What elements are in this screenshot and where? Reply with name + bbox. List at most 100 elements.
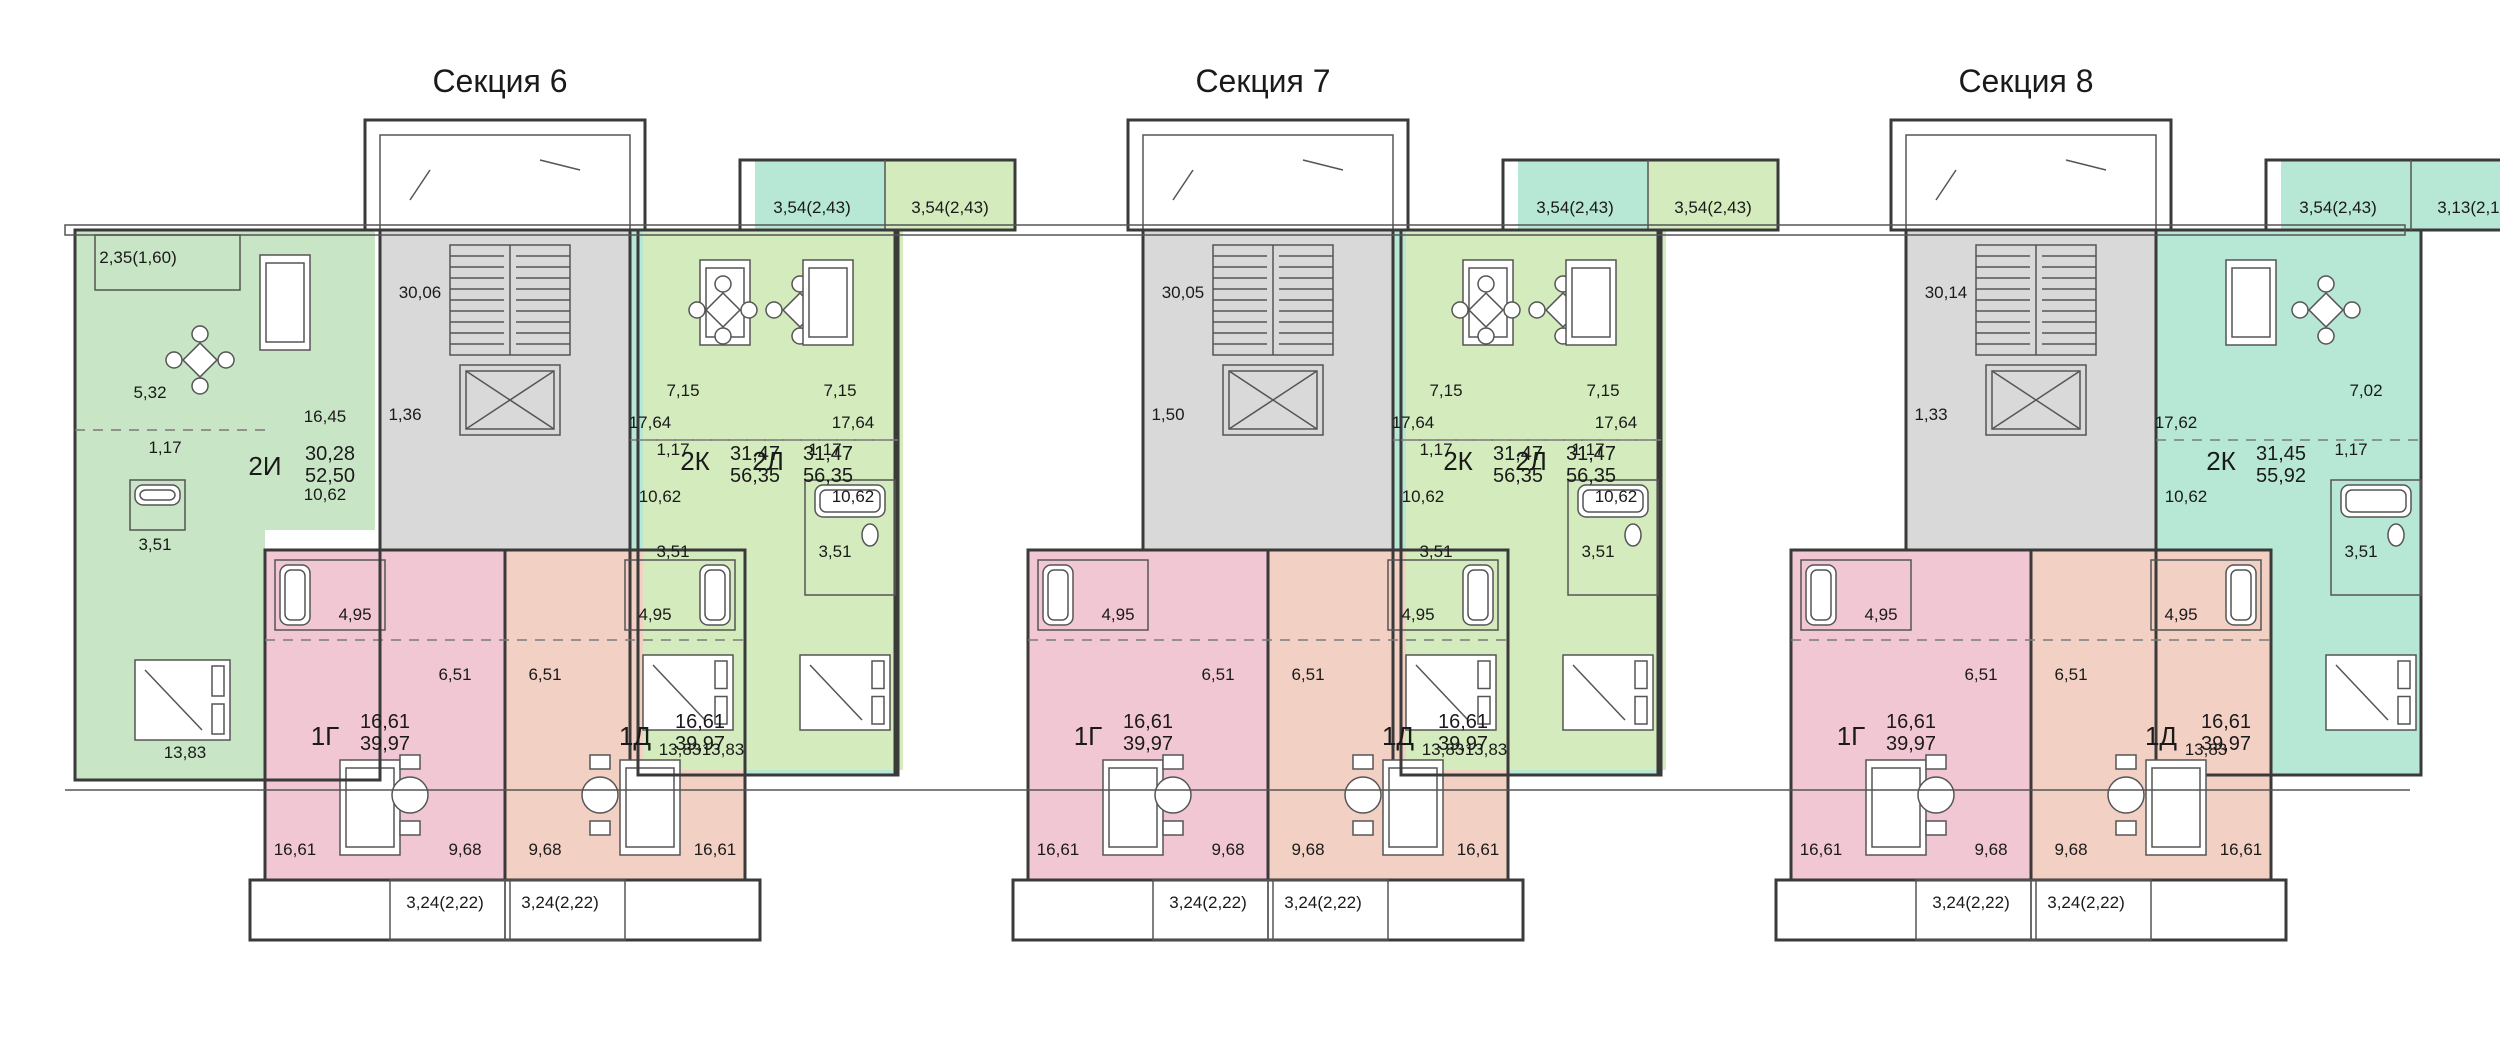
room-area: 1,17 [2334,440,2367,459]
bathroom-wall [129,479,186,531]
bathroom-wall [1387,559,1499,631]
stair-balcony [1126,118,1410,232]
arrow-line [1172,169,1194,201]
room-area: 4,95 [338,605,371,624]
table-icon [2307,291,2345,329]
toilet-icon [2387,523,2405,547]
bed-sheet-line [1415,664,1469,721]
room-area: 9,68 [1974,840,2007,859]
bathtub-inner [819,489,881,513]
elevator-shaft [1985,364,2087,436]
balcony-area: 3,24(2,22) [406,893,484,912]
toilet-icon [1624,523,1642,547]
chair-icon [2115,820,2137,836]
toilet-icon [861,523,879,547]
room-area: 16,45 [304,407,347,426]
pillow-icon [1477,695,1491,725]
living-area: 16,61 [1123,711,1173,733]
room-area: 17,64 [832,413,875,432]
living-area: 30,28 [305,443,355,465]
apartment-code: 2К [680,446,710,476]
building-edge [64,224,2406,236]
bathtub-inner [704,569,726,621]
section-title: Секция 6 [432,63,567,99]
pillow-icon [211,703,225,735]
balcony-area: 3,24(2,22) [1169,893,1247,912]
hall-fill [380,230,630,550]
bottom-loggia [1267,879,1389,941]
chair-icon [165,351,183,369]
pillow-icon [714,660,728,690]
balcony-area: 3,24(2,22) [1932,893,2010,912]
small-area: 1,33 [1914,405,1947,424]
room-area: 9,68 [528,840,561,859]
room-area: 1,17 [148,438,181,457]
apartment-code: 1Д [619,721,651,751]
top-loggia-fill [2411,160,2500,230]
room-area: 17,64 [1595,413,1638,432]
chair-icon [2115,754,2137,770]
living-area: 31,47 [803,443,853,465]
balcony-area: 3,54(2,43) [1536,198,1614,217]
round-table-icon [391,776,429,814]
chair-icon [1162,820,1184,836]
balcony-area: 3,13(2,15) [2437,198,2500,217]
sofa-cushion [625,767,675,848]
pillow-icon [2397,660,2411,690]
hall-fill [1143,230,1393,550]
balcony-area: 3,54(2,43) [911,198,989,217]
pillow-icon [211,665,225,697]
top-loggia-fill [755,160,885,230]
bathtub-inner [1467,569,1489,621]
room-area: 17,64 [629,413,672,432]
chair-icon [2317,275,2335,293]
bathtub-inner [1582,489,1644,513]
living-area: 16,61 [675,711,725,733]
chair-icon [1352,754,1374,770]
bed-sheet-line [2335,664,2389,721]
pillow-icon [2397,695,2411,725]
total-area: 39,97 [1886,733,1936,755]
room-area: 13,83 [2185,740,2228,759]
bathroom-wall [1567,479,1659,596]
bed-sheet-line [809,664,863,721]
room-area: 3,51 [1419,542,1452,561]
arrow-line [539,159,581,171]
chair-icon [714,327,732,345]
apt-2i-wall [73,228,382,782]
pillow-icon [714,695,728,725]
room-area: 16,61 [274,840,317,859]
bathroom-wall [2330,479,2422,596]
room-area: 17,64 [1392,413,1435,432]
chair-icon [217,351,235,369]
room-fills [75,160,2500,880]
table-icon [1467,291,1505,329]
chair-icon [2343,301,2361,319]
hall-area: 30,14 [1925,283,1968,302]
arrow-line [409,169,431,201]
hall-area: 30,05 [1162,283,1205,302]
hall-fill [1906,230,2156,550]
bathroom-wall [1037,559,1149,631]
arrow-line [1302,159,1344,171]
chair-icon [589,820,611,836]
hall-area: 30,06 [399,283,442,302]
room-area: 13,83 [1465,740,1508,759]
elevator-shaft [1222,364,1324,436]
room-area: 16,61 [694,840,737,859]
apartment-code: 2К [2206,446,2236,476]
sofa-cushion [1571,267,1611,338]
total-area: 39,97 [675,733,725,755]
bathroom-wall [2150,559,2262,631]
bathroom-wall [274,559,386,631]
elevator-cabin [1991,370,2081,430]
room-area: 10,62 [1595,487,1638,506]
round-table-icon [1344,776,1382,814]
table-icon [704,291,742,329]
room-area: 3,51 [818,542,851,561]
total-area: 52,50 [305,465,355,487]
room-area: 3,51 [138,535,171,554]
top-loggia-fill [1648,160,1778,230]
room-area: 1,17 [656,440,689,459]
room-area: 10,62 [1402,487,1445,506]
